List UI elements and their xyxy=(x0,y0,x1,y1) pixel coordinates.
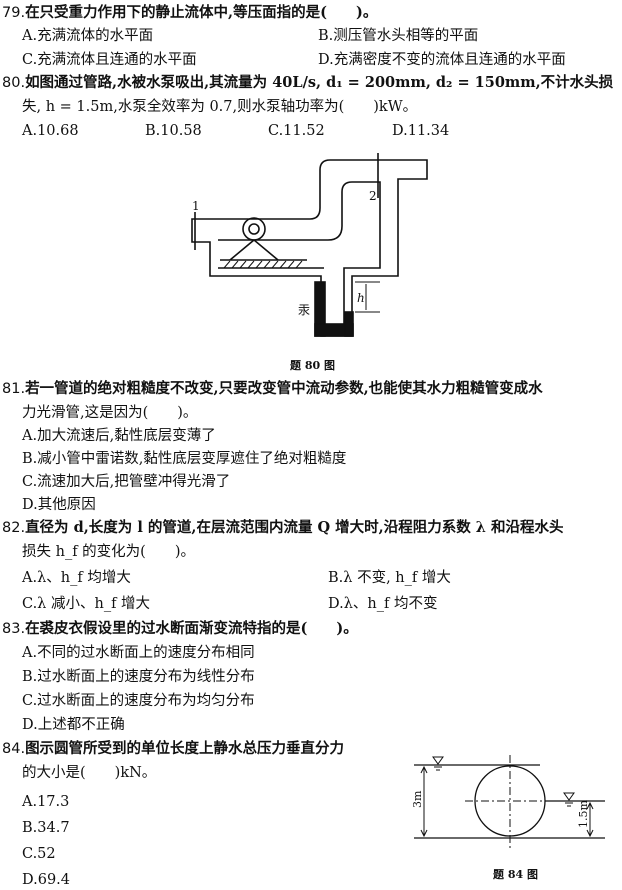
option-c: C.充满流体且连通的水平面 xyxy=(22,52,197,68)
question-83: 83.在裘皮衣假设里的过水断面渐变流特指的是( )。 xyxy=(2,619,358,639)
figure-84-caption: 题 84 图 xyxy=(493,868,538,881)
question-stem: 直径为 d,长度为 l 的管道,在层流范围内流量 Q 增大时,沿程阻力系数 λ … xyxy=(25,519,564,536)
option-a: A.充满流体的水平面 xyxy=(22,28,154,44)
question-stem: 若一管道的绝对粗糙度不改变,只要改变管中流动参数,也能使其水力粗糙管变成水 xyxy=(25,380,543,397)
question-stem: 图示圆管所受到的单位长度上静水总压力垂直分力 xyxy=(25,740,345,757)
figure-80-caption: 题 80 图 xyxy=(290,359,335,372)
question-number: 83. xyxy=(2,621,26,637)
option-d: D.69.4 xyxy=(22,872,71,888)
question-81: 81.若一管道的绝对粗糙度不改变,只要改变管中流动参数,也能使其水力粗糙管变成水 xyxy=(2,379,543,399)
option-d: D.充满密度不变的流体且连通的水平面 xyxy=(318,52,566,68)
option-d: D.其他原因 xyxy=(22,497,96,513)
option-b: B.10.58 xyxy=(145,123,202,139)
option-c: C.过水断面上的速度分布为均匀分布 xyxy=(22,693,255,709)
question-stem-cont: 的大小是( )kN。 xyxy=(22,765,157,781)
option-c: C.52 xyxy=(22,846,56,862)
question-number: 84. xyxy=(2,741,26,757)
question-stem-cont: 力光滑管,这是因为( )。 xyxy=(22,405,198,421)
option-d: D.11.34 xyxy=(392,123,450,139)
option-c: C.11.52 xyxy=(268,123,325,139)
question-80: 80.如图通过管路,水被水泵吸出,其流量为 40L/s, d₁ = 200mm,… xyxy=(2,73,613,93)
question-number: 80. xyxy=(2,75,26,91)
question-stem: 如图通过管路,水被水泵吸出,其流量为 40L/s, d₁ = 200mm, d₂… xyxy=(25,74,614,91)
option-b: B.测压管水头相等的平面 xyxy=(318,28,479,44)
section-2-label: 2 xyxy=(369,189,377,203)
question-82: 82.直径为 d,长度为 l 的管道,在层流范围内流量 Q 增大时,沿程阻力系数… xyxy=(2,518,564,538)
option-a: A.λ、h_f 均增大 xyxy=(22,570,131,586)
option-c: C.λ 减小、h_f 增大 xyxy=(22,596,151,612)
option-a: A.加大流速后,黏性底层变薄了 xyxy=(22,428,216,444)
option-d: D.上述都不正确 xyxy=(22,717,125,733)
h-label: h xyxy=(357,291,365,305)
option-a: A.17.3 xyxy=(22,794,70,810)
option-b: B.过水断面上的速度分布为线性分布 xyxy=(22,669,255,685)
option-c: C.流速加大后,把管壁冲得光滑了 xyxy=(22,474,231,490)
question-stem-cont: 损失 h_f 的变化为( )。 xyxy=(22,544,195,560)
question-79: 79.在只受重力作用下的静止流体中,等压面指的是( )。 xyxy=(2,3,377,23)
question-stem: 在只受重力作用下的静止流体中,等压面指的是( )。 xyxy=(25,4,378,21)
option-b: B.λ 不变, h_f 增大 xyxy=(328,570,451,586)
option-a: A.不同的过水断面上的速度分布相同 xyxy=(22,645,255,661)
question-stem: 在裘皮衣假设里的过水断面渐变流特指的是( )。 xyxy=(25,620,358,637)
figure-84-pipe-diagram: 3m 1.5m xyxy=(411,755,605,850)
question-number: 82. xyxy=(2,520,26,536)
option-b: B.34.7 xyxy=(22,820,70,836)
question-number: 79. xyxy=(2,5,26,21)
height-1-5m-label: 1.5m xyxy=(577,800,590,828)
question-stem-cont: 失, h = 1.5m,水泵全效率为 0.7,则水泵轴功率为( )kW。 xyxy=(22,99,418,115)
section-1-label: 1 xyxy=(192,199,200,213)
mercury-label: 汞 xyxy=(298,303,310,317)
option-a: A.10.68 xyxy=(22,123,79,139)
question-84: 84.图示圆管所受到的单位长度上静水总压力垂直分力 xyxy=(2,739,344,759)
question-number: 81. xyxy=(2,381,26,397)
option-b: B.减小管中雷诺数,黏性底层变厚遮住了绝对粗糙度 xyxy=(22,451,347,467)
option-d: D.λ、h_f 均不变 xyxy=(328,596,438,612)
height-3m-label: 3m xyxy=(411,790,424,808)
figure-80-pipe-diagram: 1 2 h 汞 xyxy=(191,153,428,337)
